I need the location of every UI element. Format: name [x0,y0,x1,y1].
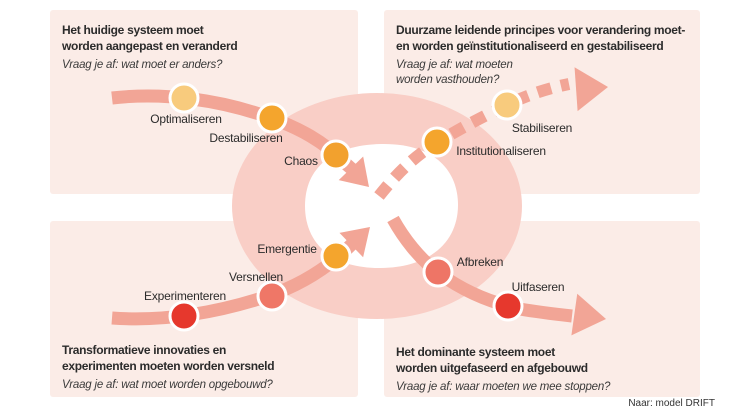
stabilize-arrow-icon [574,67,608,112]
quadrant-question-line: Vraag je af: wat moet er anders? [62,59,223,71]
stage-dot-stabiliseren [491,89,523,121]
stage-dot-uitfaseren [492,290,524,322]
breakdown-curve-right [387,215,573,323]
quadrant-heading-line: experimenten moeten worden versneld [62,359,275,373]
stage-dot-destabiliseren [256,102,288,134]
center-arrow-up-icon [339,227,370,258]
quadrant-question-line: Vraag je af: waar moeten we mee stoppen? [396,381,611,393]
quadrant-question-line: Vraag je af: wat moet worden opgebouwd? [62,379,273,391]
stage-label-destabiliseren: Destabiliseren [209,131,283,145]
stage-label-optimaliseren: Optimaliseren [150,112,222,126]
stage-label-experimenteren: Experimenteren [144,289,226,303]
stage-dot-experimenteren [168,300,200,332]
quadrant-heading-line: en worden geïnstitutionaliseerd en gesta… [396,39,664,53]
core-blob [305,143,458,268]
quadrant-text-bottom-left: Transformatieve innovaties en experiment… [62,342,275,393]
stage-label-uitfaseren: Uitfaseren [511,280,565,294]
buildup-curve-right-dashed [374,78,571,200]
stage-label-chaos: Chaos [284,154,318,168]
stage-dot-emergentie [320,240,352,272]
stage-label-stabiliseren: Stabiliseren [511,121,573,135]
quadrant-heading-line: Het dominante systeem moet [396,345,555,359]
quadrant-question-line: Vraag je af: wat moeten [396,59,513,71]
quadrant-heading-line: worden uitgefaseerd en afgebouwd [396,361,588,375]
center-arrow-down-icon [338,156,369,187]
stage-label-afbreken: Afbreken [456,255,504,269]
stage-label-institutionaliseren: Institutionaliseren [456,144,546,158]
quadrant-text-top-right: Duurzame leidende principes voor verande… [396,22,685,88]
quadrant-heading-line: Transformatieve innovaties en [62,343,227,357]
quadrant-heading-line: Het huidige systeem moet [62,23,204,37]
quadrant-text-top-left: Het huidige systeem moet worden aangepas… [62,22,238,73]
model-credit: Naar: model DRIFT [628,398,715,409]
stage-label-emergentie: Emergentie [257,242,317,256]
quadrant-heading-line: worden aangepast en veranderd [62,39,238,53]
stage-label-versnellen: Versnellen [228,270,284,284]
quadrant-heading-line: Duurzame leidende principes voor verande… [396,23,686,37]
stage-dot-optimaliseren [168,82,200,114]
stage-dot-afbreken [422,256,454,288]
stage-dot-chaos [320,139,352,171]
quadrant-question-line: worden vasthouden? [396,74,500,86]
phaseout-arrow-icon [571,293,606,336]
stage-dot-institutionaliseren [421,126,453,158]
stage-dot-versnellen [256,280,288,312]
quadrant-text-bottom-right: Het dominante systeem moet worden uitgef… [396,344,610,395]
